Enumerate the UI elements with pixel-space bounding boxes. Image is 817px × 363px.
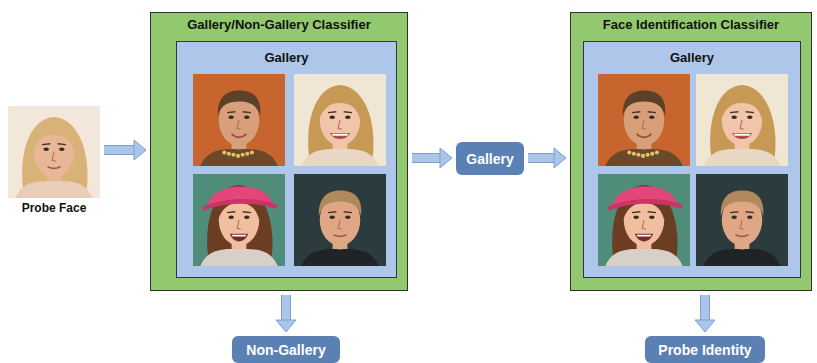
result-pill: Probe Identity: [645, 336, 765, 363]
face-photo: [8, 106, 100, 198]
node-label: Gallery/Non-Gallery Classifier: [151, 17, 407, 32]
probe-photo: Probe Face: [8, 106, 100, 218]
face-photo: [696, 174, 788, 266]
arrow-head: [134, 140, 146, 160]
node-label: Gallery: [466, 151, 513, 167]
flow-arrow: [104, 140, 146, 160]
arrow-shaft: [281, 295, 291, 320]
classifier-panel: Face Identification ClassifierGallery: [570, 12, 812, 291]
gallery-box: Gallery: [583, 41, 801, 278]
node-label: Gallery: [584, 50, 800, 65]
face-photo: [193, 174, 285, 266]
flow-arrow: [528, 148, 566, 168]
arrow-head: [554, 148, 566, 168]
flow-arrow: [412, 148, 452, 168]
arrow-head: [276, 320, 296, 332]
arrow-shaft: [700, 295, 710, 320]
face-photo: [294, 174, 386, 266]
arrow-head: [440, 148, 452, 168]
face-photo: [598, 74, 690, 166]
arrow-shaft: [104, 145, 134, 155]
arrow-shaft: [528, 153, 554, 163]
face-photo: [193, 74, 285, 166]
flow-arrow: [276, 295, 296, 332]
arrow-shaft: [104, 146, 134, 154]
face-photo: [598, 174, 690, 266]
node-label: Probe Face: [8, 201, 100, 215]
result-pill: Non-Gallery: [232, 336, 340, 363]
classifier-panel: Gallery/Non-Gallery ClassifierGallery: [150, 12, 408, 291]
node-label: Face Identification Classifier: [571, 17, 811, 32]
arrow-shaft: [412, 154, 440, 162]
arrow-head: [695, 320, 715, 332]
arrow-shaft: [528, 154, 554, 162]
node-label: Gallery: [177, 50, 396, 65]
node-label: Probe Identity: [658, 342, 751, 358]
face-photo: [696, 74, 788, 166]
gallery-box: Gallery: [176, 41, 397, 278]
arrow-shaft: [701, 295, 709, 320]
arrow-shaft: [282, 295, 290, 320]
result-pill: Gallery: [456, 142, 524, 175]
face-photo: [294, 74, 386, 166]
flow-arrow: [695, 295, 715, 332]
node-label: Non-Gallery: [246, 342, 325, 358]
arrow-shaft: [412, 153, 440, 163]
